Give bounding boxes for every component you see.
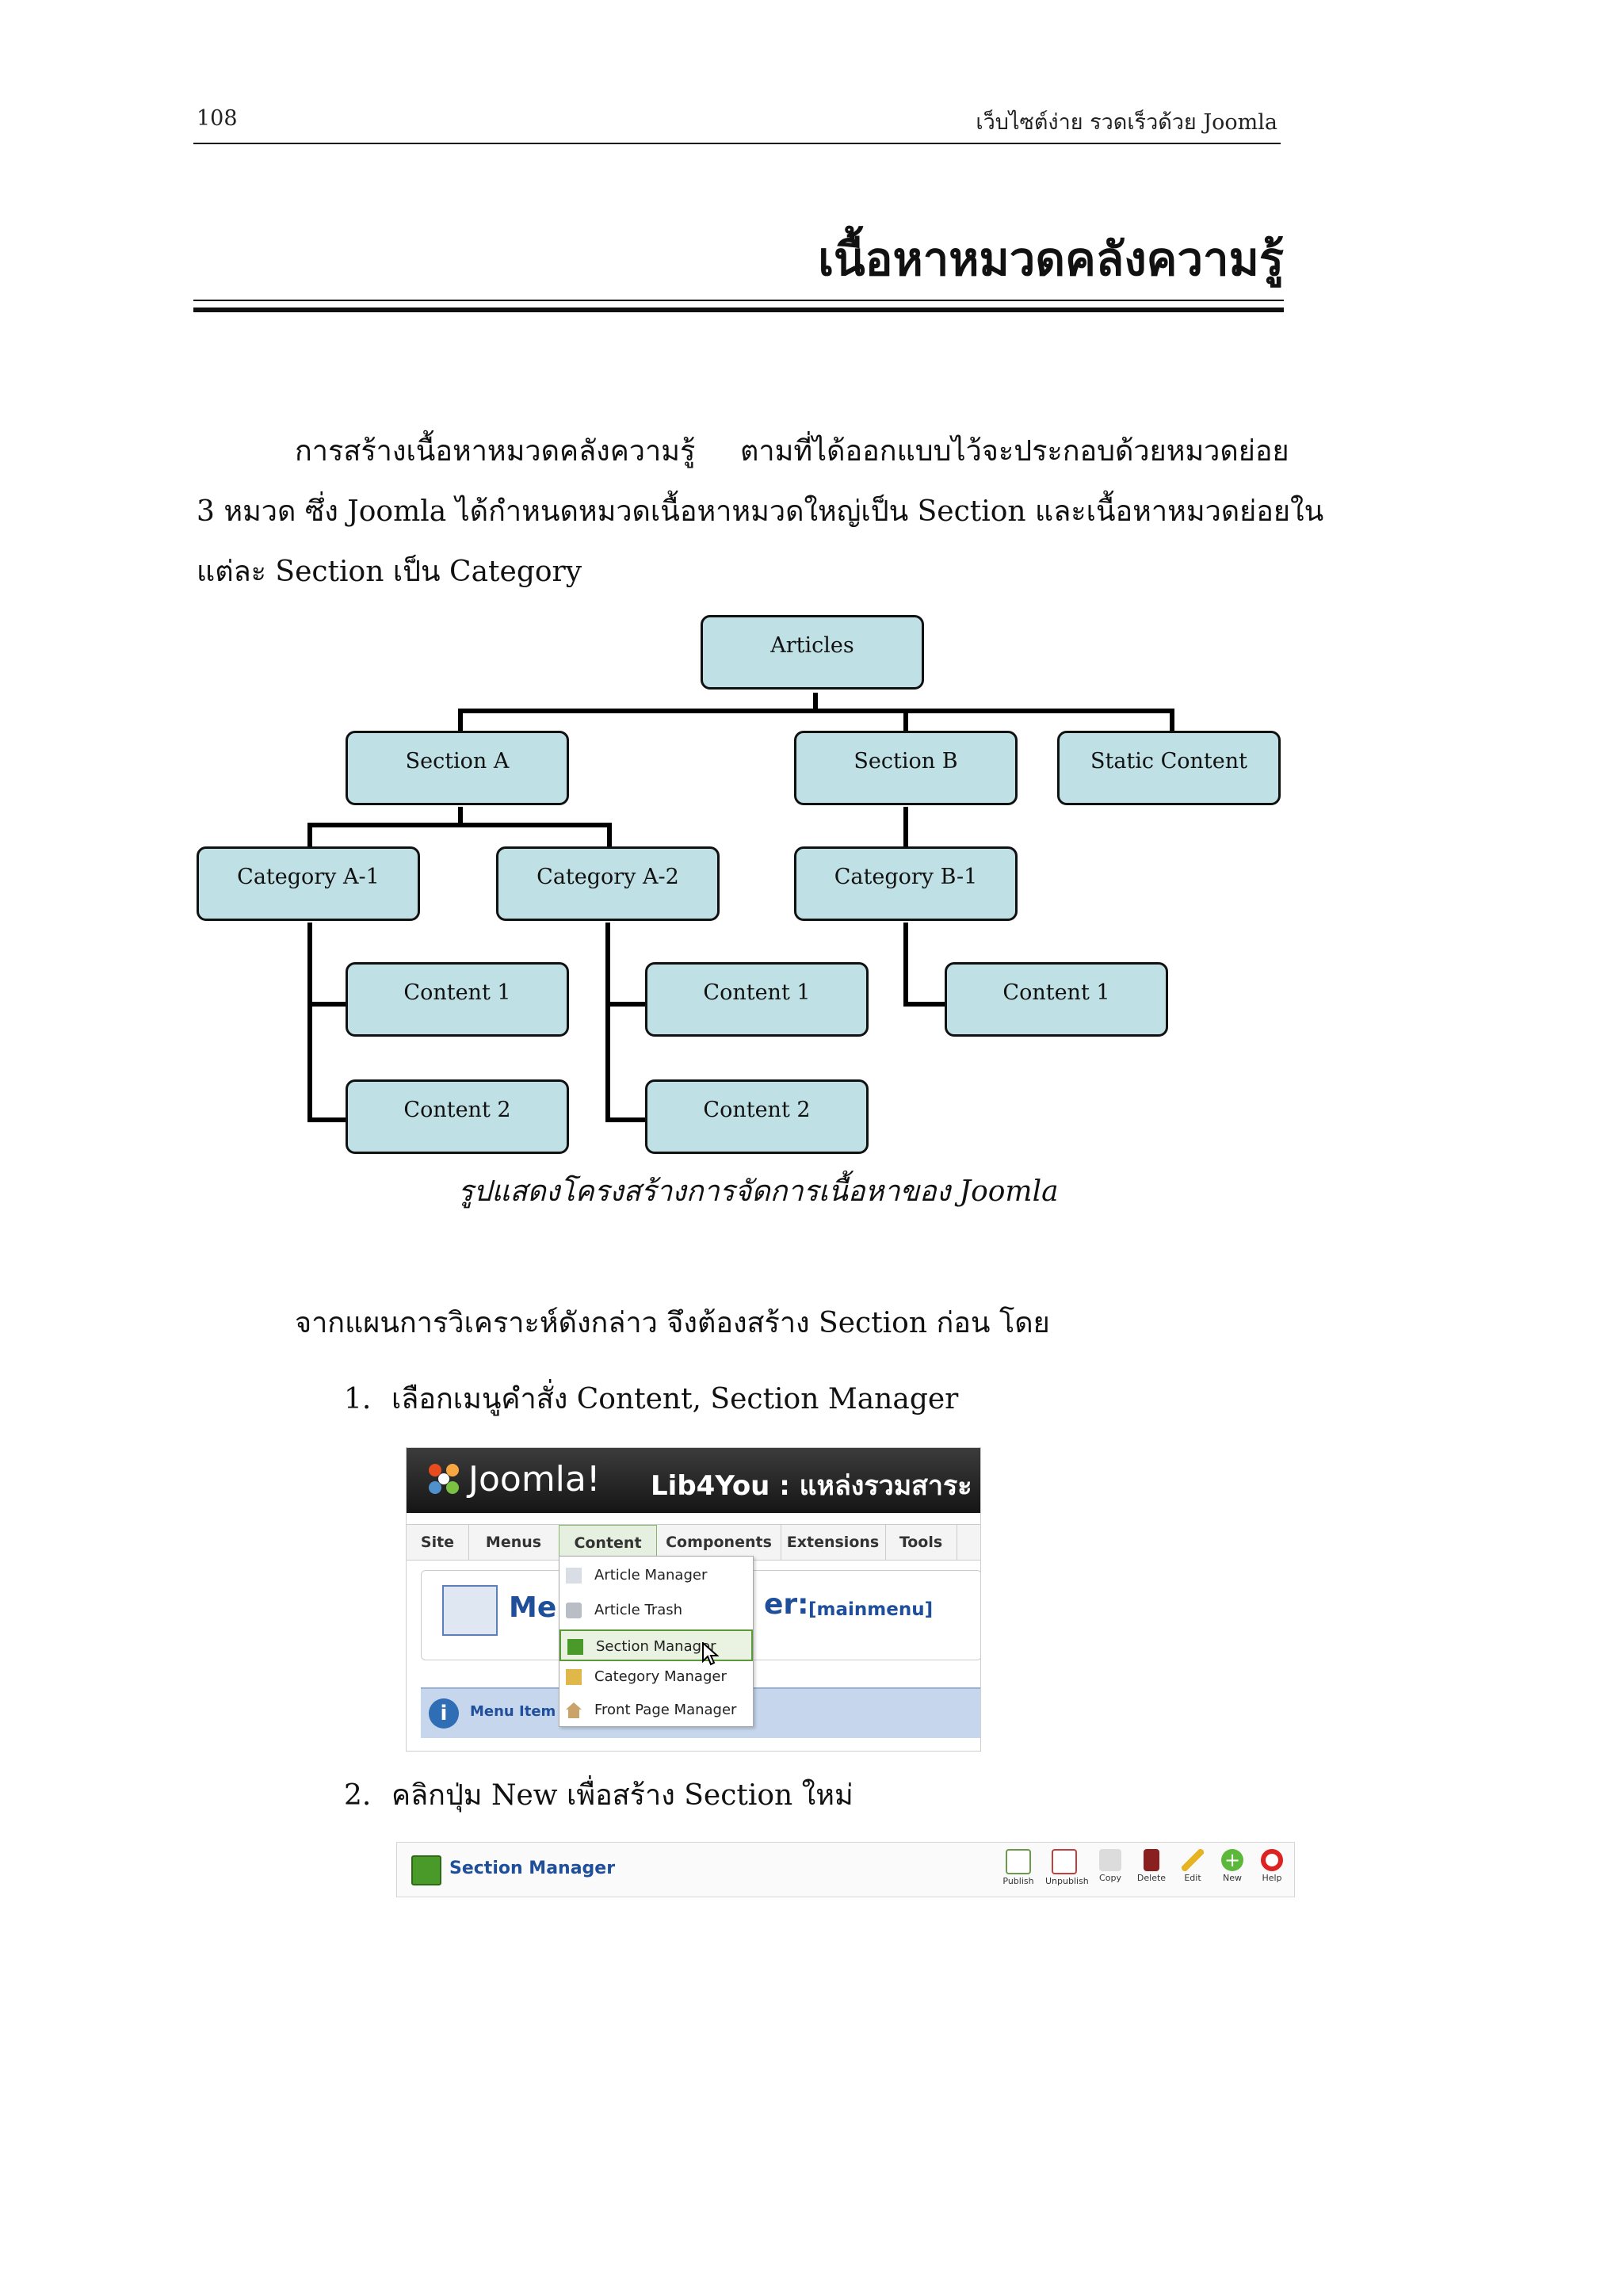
help-button[interactable]: Help — [1253, 1849, 1291, 1892]
info-icon: i — [429, 1698, 459, 1729]
box-category-a1: Category A-1 — [197, 846, 420, 921]
section-manager-icon — [411, 1855, 441, 1885]
menu-manager-icon — [442, 1585, 498, 1636]
page-heading-right: er: — [764, 1588, 809, 1621]
intro-line1-a: การสร้างเนื้อหาหมวดคลังความรู้ — [295, 435, 696, 468]
step1-text: เลือกเมนูคำสั่ง Content, Section Manager — [391, 1383, 959, 1415]
joomla-menu-screenshot: Joomla! Lib4You : แหล่งรวมสาระ Site Menu… — [406, 1447, 981, 1752]
dropdown-front-page-manager[interactable]: Front Page Manager — [559, 1694, 753, 1726]
admin-menu-bar: Site Menus Content Components Extensions… — [407, 1524, 980, 1561]
publish-icon — [1006, 1849, 1031, 1874]
home-icon — [566, 1702, 582, 1718]
article-manager-icon — [566, 1568, 582, 1584]
dropdown-category-manager[interactable]: Category Manager — [559, 1661, 753, 1693]
dropdown-article-trash[interactable]: Article Trash — [559, 1595, 753, 1626]
copy-icon — [1099, 1849, 1121, 1871]
copy-button[interactable]: Copy — [1091, 1849, 1129, 1892]
page-number: 108 — [197, 106, 238, 131]
step2-text: คลิกปุ่ม New เพื่อสร้าง Section ใหม่ — [391, 1779, 854, 1812]
box-section-a: Section A — [346, 731, 569, 805]
page-heading-tag: [mainmenu] — [808, 1599, 934, 1620]
running-title: เว็บไซต์ง่าย รวดเร็วด้วย Joomla — [976, 110, 1277, 135]
dropdown-section-manager[interactable]: Section Manager — [559, 1629, 753, 1666]
new-button[interactable]: + New — [1221, 1849, 1243, 1883]
joomla-logo-text: Joomla! — [468, 1459, 601, 1499]
intro-line3: แต่ละ Section เป็น Category — [197, 556, 582, 588]
pencil-icon — [1182, 1849, 1204, 1871]
menu-extensions[interactable]: Extensions — [781, 1525, 886, 1560]
intro-line1-b: ตามที่ได้ออกแบบไว้จะประกอบด้วยหมวดย่อย — [740, 435, 1289, 468]
menu-tools[interactable]: Tools — [885, 1525, 957, 1560]
section-manager-icon — [567, 1639, 583, 1655]
box-articles: Articles — [701, 615, 924, 690]
joomla-logo-icon — [426, 1461, 462, 1497]
box-a1-content1: Content 1 — [346, 962, 569, 1037]
trash-icon — [1144, 1849, 1159, 1871]
unpublish-button[interactable]: Unpublish — [1045, 1849, 1089, 1892]
site-title: Lib4You : แหล่งรวมสาระ — [651, 1470, 972, 1502]
unpublish-icon — [1052, 1849, 1077, 1874]
box-section-b: Section B — [794, 731, 1018, 805]
box-b1-content1: Content 1 — [945, 962, 1168, 1037]
menu-content[interactable]: Content — [559, 1525, 657, 1560]
box-a2-content1: Content 1 — [645, 962, 869, 1037]
category-manager-icon — [566, 1669, 582, 1685]
step1-number: 1. — [344, 1383, 372, 1415]
menu-menus[interactable]: Menus — [468, 1525, 559, 1560]
plus-icon: + — [1221, 1849, 1243, 1871]
header-rule — [193, 143, 1281, 144]
menu-site[interactable]: Site — [407, 1525, 469, 1560]
menu-components[interactable]: Components — [657, 1525, 781, 1560]
lifebuoy-icon — [1261, 1849, 1283, 1871]
chapter-title: เนื้อหาหมวดคลังความรู้ — [818, 232, 1284, 286]
info-label: Menu Item — [470, 1703, 556, 1720]
delete-button[interactable]: Delete — [1132, 1849, 1170, 1892]
joomla-header-bar: Joomla! Lib4You : แหล่งรวมสาระ — [407, 1448, 980, 1513]
diagram-caption: รูปแสดงโครงสร้างการจัดการเนื้อหาของ Joom… — [458, 1175, 1059, 1208]
box-category-b1: Category B-1 — [794, 846, 1018, 921]
content-dropdown: Article Manager Article Trash Section Ma… — [559, 1556, 754, 1727]
publish-button[interactable]: Publish — [999, 1849, 1037, 1892]
analysis-line: จากแผนการวิเคราะห์ดังกล่าว จึงต้องสร้าง … — [295, 1307, 1050, 1339]
mouse-cursor-icon — [702, 1641, 720, 1678]
edit-button[interactable]: Edit — [1174, 1849, 1212, 1892]
dropdown-article-manager[interactable]: Article Manager — [559, 1560, 753, 1591]
box-a2-content2: Content 2 — [645, 1079, 869, 1154]
title-rule-thin — [193, 300, 1284, 301]
section-manager-toolbar-screenshot: Section Manager Publish Unpublish Copy D… — [396, 1842, 1295, 1897]
toolbar-title: Section Manager — [449, 1859, 616, 1878]
intro-line2: 3 หมวด ซึ่ง Joomla ได้กำหนดหมวดเนื้อหาหม… — [197, 495, 1324, 528]
title-rule-thick — [193, 308, 1284, 312]
box-a1-content2: Content 2 — [346, 1079, 569, 1154]
box-static-content: Static Content — [1057, 731, 1281, 805]
box-category-a2: Category A-2 — [496, 846, 720, 921]
trash-icon — [566, 1603, 582, 1618]
step2-number: 2. — [344, 1779, 372, 1812]
